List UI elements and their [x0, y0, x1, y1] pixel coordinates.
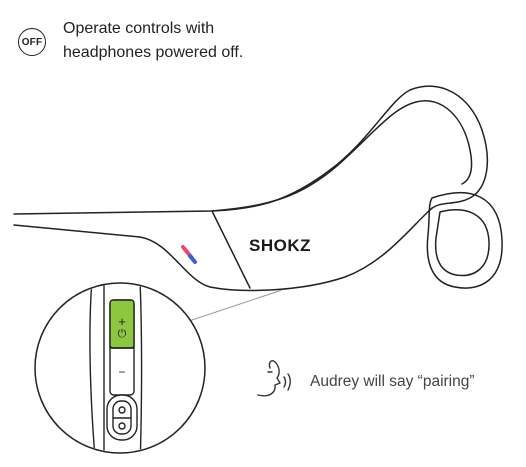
- instruction-line-2: headphones powered off.: [63, 44, 244, 61]
- power-off-badge-icon: OFF: [18, 28, 46, 56]
- volume-up-label: +: [118, 314, 126, 329]
- off-badge-label: OFF: [21, 36, 43, 48]
- volume-down-label: −: [118, 365, 126, 379]
- speaking-head-icon: [257, 360, 291, 397]
- right-mark: [188, 254, 197, 264]
- headphone-body: [13, 85, 503, 292]
- brand-logo: SHOKZ: [249, 236, 311, 255]
- instruction-text: Operate controls with headphones powered…: [63, 17, 243, 65]
- instruction-line-1: Operate controls with: [63, 20, 215, 37]
- voice-prompt-text: Audrey will say “pairing”: [310, 373, 475, 390]
- button-zoom-circle: [34, 282, 206, 454]
- power-glyph-icon: ⏻: [117, 328, 127, 340]
